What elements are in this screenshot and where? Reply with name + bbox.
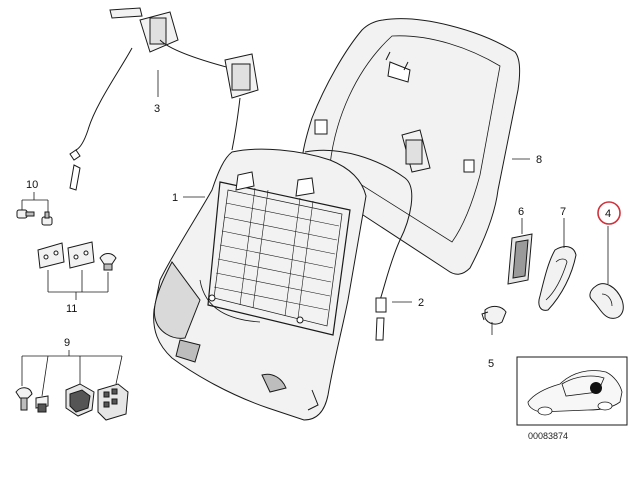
part-10-screws[interactable]	[16, 209, 53, 226]
car-silhouette-icon	[527, 370, 623, 416]
vehicle-thumbnail	[516, 356, 628, 426]
leader-lines	[21, 70, 609, 397]
callout-4[interactable]: 4	[605, 208, 611, 220]
callout-10[interactable]: 10	[26, 179, 38, 191]
part-4-handle-cover[interactable]	[589, 283, 624, 319]
part-7-side-trim[interactable]	[538, 246, 577, 311]
part-5-clip[interactable]	[481, 305, 507, 325]
part-11-brackets[interactable]	[37, 241, 117, 271]
part-1-backrest-frame[interactable]	[153, 148, 367, 421]
part-3-recliner-mechanism[interactable]	[69, 7, 259, 191]
callout-7[interactable]: 7	[560, 206, 566, 218]
callout-3[interactable]: 3	[154, 103, 160, 115]
callout-1[interactable]: 1	[172, 192, 178, 204]
callout-2[interactable]: 2	[418, 297, 424, 309]
callout-4-ring	[597, 201, 621, 225]
callout-8[interactable]: 8	[536, 154, 542, 166]
callout-4-highlight[interactable]: 4	[597, 201, 621, 225]
part-2-cable[interactable]	[304, 129, 431, 341]
callout-11[interactable]: 11	[66, 303, 77, 315]
callout-9[interactable]: 9	[64, 337, 70, 349]
part-9-fasteners[interactable]	[15, 383, 129, 421]
diagram-id: 00083874	[528, 431, 568, 441]
callout-5[interactable]: 5	[488, 358, 494, 370]
callout-6[interactable]: 6	[518, 206, 524, 218]
part-6-trim-strip[interactable]	[507, 233, 533, 285]
